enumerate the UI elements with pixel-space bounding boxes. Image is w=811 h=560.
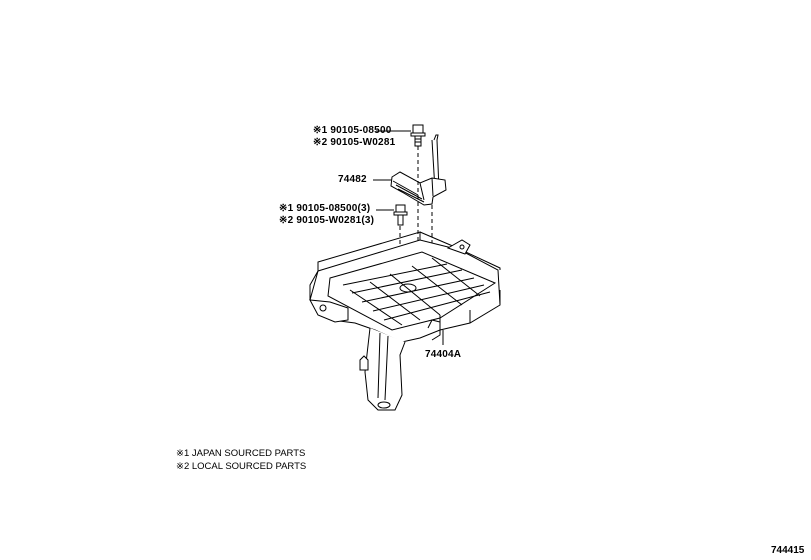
callout-bolt-upper: ※1 90105-08500 ※2 90105-W0281 <box>313 125 395 149</box>
battery-tray-icon <box>309 231 501 411</box>
upper-bolt-icon <box>376 124 426 147</box>
legend: ※1 JAPAN SOURCED PARTS ※2 LOCAL SOURCED … <box>176 447 306 473</box>
legend-item-japan: ※1 JAPAN SOURCED PARTS <box>176 448 306 459</box>
callout-line-japan: ※1 90105-08500 <box>313 125 392 136</box>
callout-tray: 74404A <box>425 349 461 361</box>
callout-clamp: 74482 <box>338 174 367 186</box>
callout-line-japan: ※1 90105-08500(3) <box>279 203 371 214</box>
figure-code: 744415 <box>771 545 805 556</box>
lower-bolt-icon <box>376 204 408 226</box>
callout-line-local: ※2 90105-W0281(3) <box>279 215 375 226</box>
part-number-74404a: 74404A <box>425 349 462 360</box>
part-number-74482: 74482 <box>338 174 367 185</box>
clamp-part-icon <box>373 171 447 206</box>
legend-item-local: ※2 LOCAL SOURCED PARTS <box>176 461 307 472</box>
callout-bolt-lower: ※1 90105-08500(3) ※2 90105-W0281(3) <box>279 203 374 227</box>
callout-line-local: ※2 90105-W0281 <box>313 137 396 148</box>
